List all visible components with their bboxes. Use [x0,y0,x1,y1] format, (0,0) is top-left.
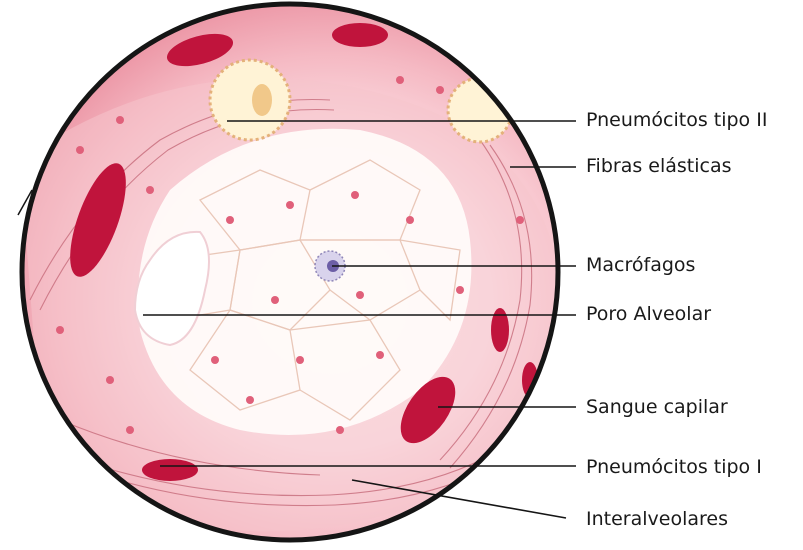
label-pneumocitos-tipo-i: Pneumócitos tipo I [586,456,762,478]
label-poro-alveolar: Poro Alveolar [586,303,711,325]
label-interalveolares: Interalveolares [586,508,728,530]
capillary [142,459,198,481]
label-pneumocitos-tipo-ii: Pneumócitos tipo II [586,109,767,131]
microscope-field [0,0,600,550]
label-fibras-elasticas: Fibras elásticas [586,155,732,177]
label-macrofagos: Macrófagos [586,254,695,276]
type-ii-cell [210,60,290,140]
capillary [332,23,388,47]
type-ii-nucleus [252,84,272,116]
label-sangue-capilar: Sangue capilar [586,396,728,418]
